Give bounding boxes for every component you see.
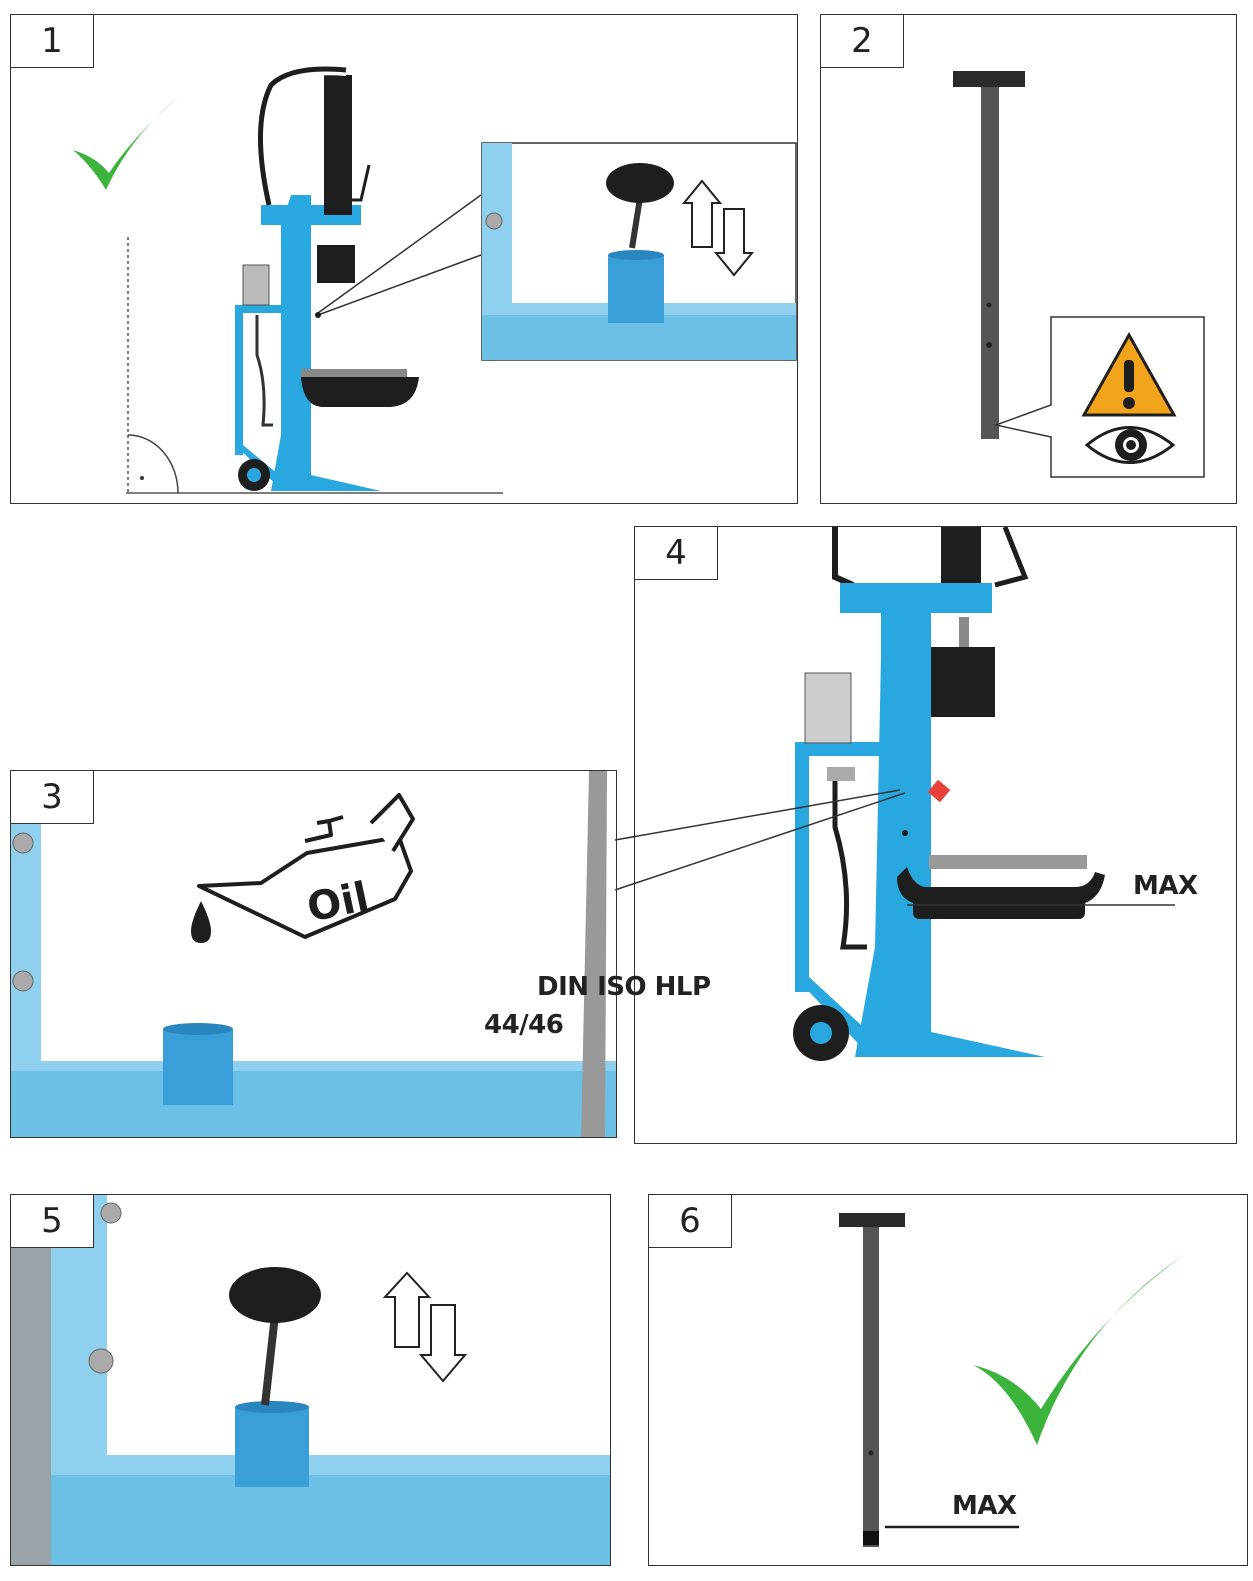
red-oil-plug xyxy=(927,779,951,803)
warning-triangle-icon xyxy=(1081,331,1177,417)
frame-bolt xyxy=(100,1202,122,1224)
step-4-number: 4 xyxy=(635,527,718,580)
oil-spec-line1: DIN ISO HLP xyxy=(537,972,711,1002)
step-3-illustration: Oil xyxy=(11,771,616,1137)
step-4-panel: 4 MAX xyxy=(634,526,1237,1144)
cylinder-handle xyxy=(351,164,371,202)
step-6-panel: 6 MAX xyxy=(648,1194,1248,1566)
check-mark-icon xyxy=(73,95,181,190)
step-6-number: 6 xyxy=(649,1195,732,1248)
frame-bolt xyxy=(12,832,34,854)
filler-neck xyxy=(163,1029,233,1105)
step-1-panel: 1 xyxy=(10,14,798,504)
log-tray-rack xyxy=(301,369,407,377)
wheel-hub xyxy=(247,468,261,482)
max-label-step4: MAX xyxy=(1133,871,1198,901)
motor-filter xyxy=(242,264,270,306)
step-6-illustration xyxy=(839,1213,1184,1547)
step-2-illustration xyxy=(953,71,1205,478)
motor-filter xyxy=(804,672,852,744)
up-down-arrows-icon xyxy=(382,1271,468,1383)
splitting-wedge xyxy=(317,245,355,283)
motor-frame xyxy=(235,305,305,313)
step-2-number: 2 xyxy=(821,15,904,68)
step-1-number: 1 xyxy=(11,15,94,68)
motor-frame-side xyxy=(795,742,809,992)
machine-column xyxy=(271,195,381,491)
filler-neck-top xyxy=(235,1401,309,1413)
frame-side xyxy=(51,1195,610,1565)
dipstick-cap xyxy=(953,71,1025,87)
dipstick-hole xyxy=(986,302,992,308)
machine-column xyxy=(855,613,1045,1057)
splitting-wedge xyxy=(931,647,995,717)
motor-hoses xyxy=(255,315,273,427)
callout-line-top xyxy=(317,194,482,314)
step-1-inset xyxy=(481,142,797,361)
motor-fitting xyxy=(827,767,855,781)
motor-hoses xyxy=(832,767,867,950)
wedge-guide xyxy=(959,617,969,647)
inset-dipstick-rod xyxy=(629,197,643,249)
up-down-arrows-icon xyxy=(681,179,755,277)
hydraulic-cylinder xyxy=(324,75,352,215)
dipstick-cap xyxy=(229,1267,321,1323)
oil-can-icon xyxy=(197,793,415,939)
hydraulic-cylinder xyxy=(941,527,981,587)
oil-spec-line2: 44/46 xyxy=(484,1010,564,1040)
right-angle-arc xyxy=(127,434,179,494)
hydraulic-hose xyxy=(832,527,855,588)
log-tray-body xyxy=(913,887,1085,919)
step-1-illustration xyxy=(73,66,797,494)
motor-frame-side xyxy=(235,305,243,455)
filler-neck xyxy=(235,1407,309,1487)
wheel-hub xyxy=(810,1022,832,1044)
frame-bolt xyxy=(12,970,34,992)
dipstick-hole xyxy=(868,1450,874,1456)
hydraulic-hose xyxy=(258,66,347,206)
eye-icon xyxy=(1084,426,1176,464)
log-tray xyxy=(301,377,419,407)
column-edge xyxy=(581,771,607,1137)
cylinder-handle xyxy=(994,527,1029,588)
hydraulic-hose-inner xyxy=(264,73,347,206)
frame-base xyxy=(11,1071,616,1137)
check-mark-icon xyxy=(973,1255,1184,1445)
log-tray-rack xyxy=(929,855,1087,869)
frame-bolt xyxy=(88,1348,114,1374)
frame-base xyxy=(51,1475,610,1565)
right-angle-dot xyxy=(140,476,144,480)
inset-bolt xyxy=(485,212,503,230)
inset-filler-neck xyxy=(608,255,664,323)
machine-top-plate xyxy=(840,583,992,613)
motor-frame xyxy=(795,742,931,756)
inset-frame-left xyxy=(482,143,796,360)
callout-line-bottom xyxy=(317,254,482,316)
step-5-number: 5 xyxy=(11,1195,94,1248)
inset-filler-neck-top xyxy=(608,250,664,260)
step-2-panel: 2 xyxy=(820,14,1237,504)
oil-drop-icon xyxy=(191,901,211,943)
dipstick-cap xyxy=(839,1213,905,1227)
dipstick-rod xyxy=(981,87,999,439)
step-3-panel: 3 Oil xyxy=(10,770,617,1138)
step-5-panel: 5 xyxy=(10,1194,611,1566)
step-3-number: 3 xyxy=(11,771,94,824)
step-5-illustration xyxy=(11,1195,610,1565)
inset-dipstick-cap xyxy=(606,163,674,203)
filler-neck-top xyxy=(163,1023,233,1035)
step-4-illustration xyxy=(793,527,1175,1061)
dipstick-hole xyxy=(986,342,992,348)
column-edge xyxy=(11,1195,51,1565)
max-label-step6: MAX xyxy=(952,1491,1017,1521)
dipstick-rod xyxy=(863,1227,879,1547)
callout-point xyxy=(315,312,321,318)
column-dot xyxy=(902,830,908,836)
dipstick-tip xyxy=(863,1531,879,1545)
dipstick-rod xyxy=(261,1314,279,1406)
